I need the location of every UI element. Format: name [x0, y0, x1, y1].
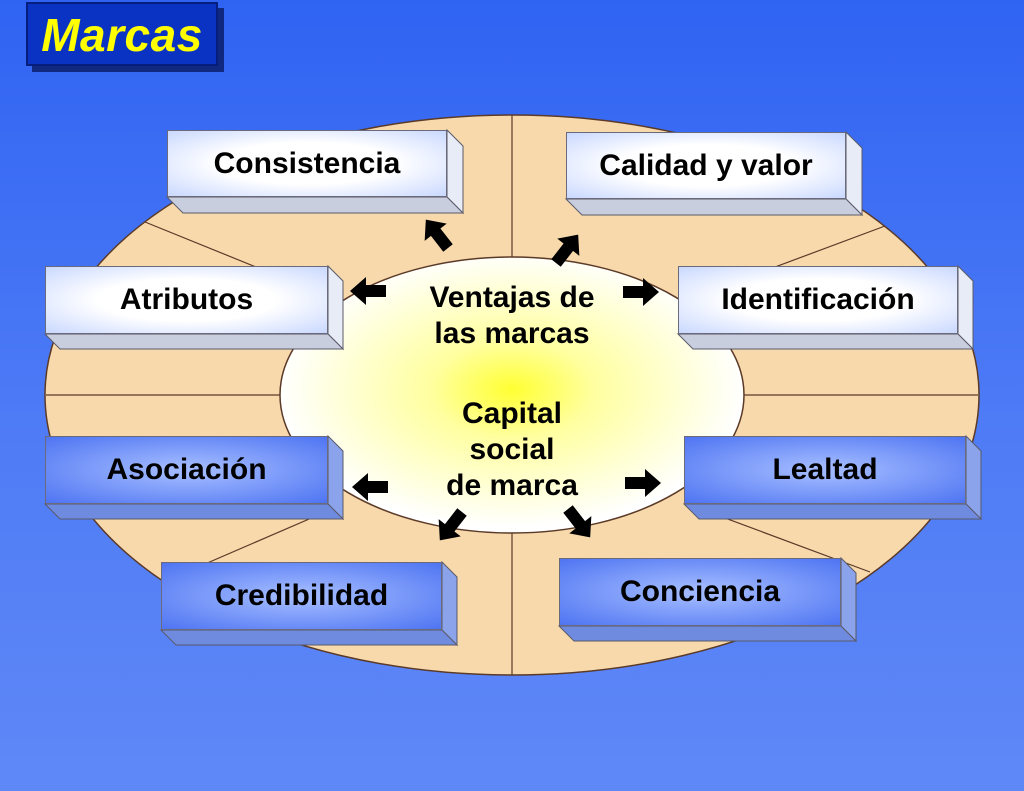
center-line-3: Capital: [461, 397, 563, 430]
center-line-1: Ventajas de: [429, 281, 595, 314]
arrow-to-credibilidad: [438, 508, 467, 541]
arrow-to-calidad: [551, 234, 580, 267]
box-calidad-y-valor: Calidad y valor: [566, 132, 846, 199]
box-asociacion: Asociación: [45, 436, 328, 504]
box-atributos-label: Atributos: [119, 283, 254, 316]
box-credibilidad-label: Credibilidad: [214, 579, 389, 612]
inner-ellipse: [279, 256, 745, 534]
arrow-to-conciencia: [563, 505, 592, 538]
center-heading: Ventajas de las marcas: [392, 280, 632, 352]
box-calidad-label: Calidad y valor: [599, 148, 813, 182]
box-identificacion-label: Identificación: [721, 283, 915, 316]
box-identificacion: Identificación: [678, 266, 958, 334]
arrow-to-asociacion: [352, 473, 388, 501]
page-title: Marcas: [41, 9, 203, 61]
box-lealtad: Lealtad: [684, 436, 966, 504]
box-asociacion-label: Asociación: [106, 453, 267, 486]
box-conciencia-label: Conciencia: [619, 575, 781, 608]
box-credibilidad: Credibilidad: [161, 562, 442, 630]
title-box: Marcas: [26, 2, 218, 66]
arrow-to-lealtad: [625, 469, 661, 497]
arrow-to-identificacion: [623, 278, 659, 306]
box-atributos: Atributos: [45, 266, 328, 334]
center-line-4: social: [469, 433, 555, 466]
box-consistencia-label: Consistencia: [213, 146, 401, 180]
center-line-5: de marca: [446, 469, 578, 502]
arrows: [350, 219, 661, 541]
box-consistencia: Consistencia: [167, 130, 447, 197]
box-depth-faces: [43, 128, 983, 647]
arrow-to-consistencia: [424, 219, 453, 252]
box-conciencia: Conciencia: [559, 558, 841, 626]
arrow-to-atributos: [350, 277, 386, 305]
box-lealtad-label: Lealtad: [772, 453, 878, 486]
center-line-2: las marcas: [434, 317, 590, 350]
center-subheading: Capital social de marca: [392, 396, 632, 504]
